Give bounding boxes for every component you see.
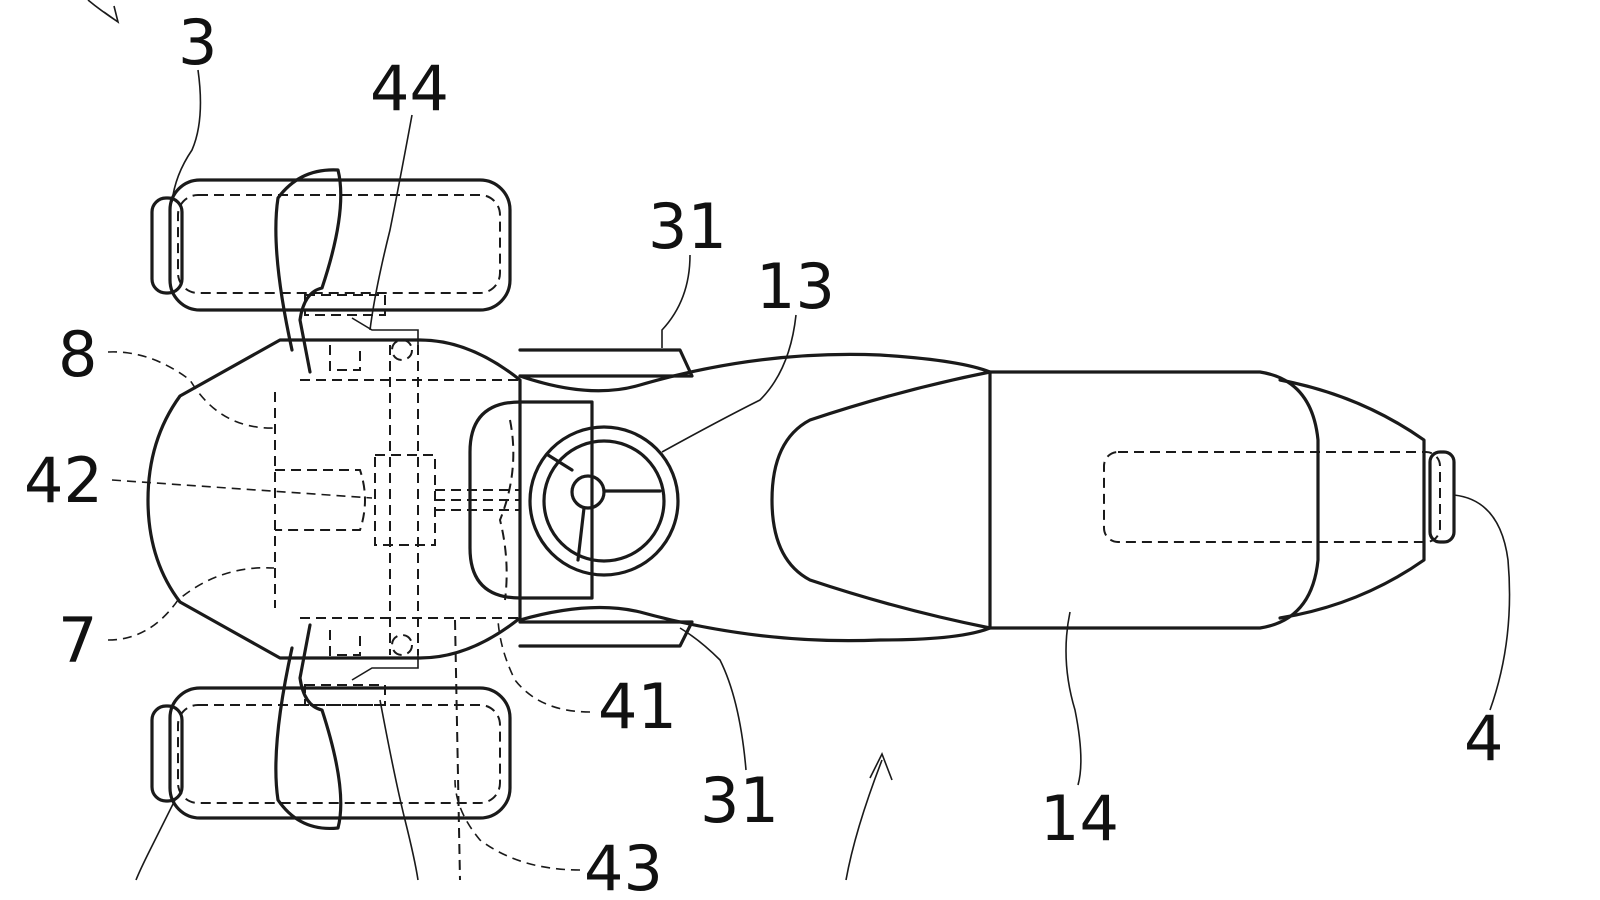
rear-wheel-nub [1428, 450, 1456, 544]
dashboard [468, 400, 594, 600]
leader-lines [107, 69, 1511, 881]
front-hood [146, 338, 522, 660]
label-13: 13 [756, 250, 835, 323]
label-44: 44 [370, 52, 449, 125]
label-42: 42 [24, 444, 103, 517]
fender-bottom [518, 620, 694, 648]
direction-arrow [845, 752, 893, 881]
label-4: 4 [1464, 702, 1503, 775]
seat [770, 370, 1320, 630]
corner-arrow [87, 0, 120, 24]
fender-top [518, 348, 694, 378]
label-14: 14 [1040, 782, 1119, 855]
label-31-bottom: 31 [700, 764, 779, 837]
front-left-wheel [150, 168, 512, 374]
label-43: 43 [584, 832, 663, 900]
label-3: 3 [178, 6, 217, 79]
rear-wheel [1103, 451, 1441, 543]
front-right-wheel [150, 623, 512, 831]
label-31-top: 31 [648, 190, 727, 263]
main-body [518, 352, 992, 643]
label-41: 41 [598, 670, 677, 743]
steering-wheel [528, 425, 680, 577]
rear-body [1278, 378, 1426, 620]
label-8: 8 [58, 318, 97, 391]
label-7: 7 [58, 604, 97, 677]
